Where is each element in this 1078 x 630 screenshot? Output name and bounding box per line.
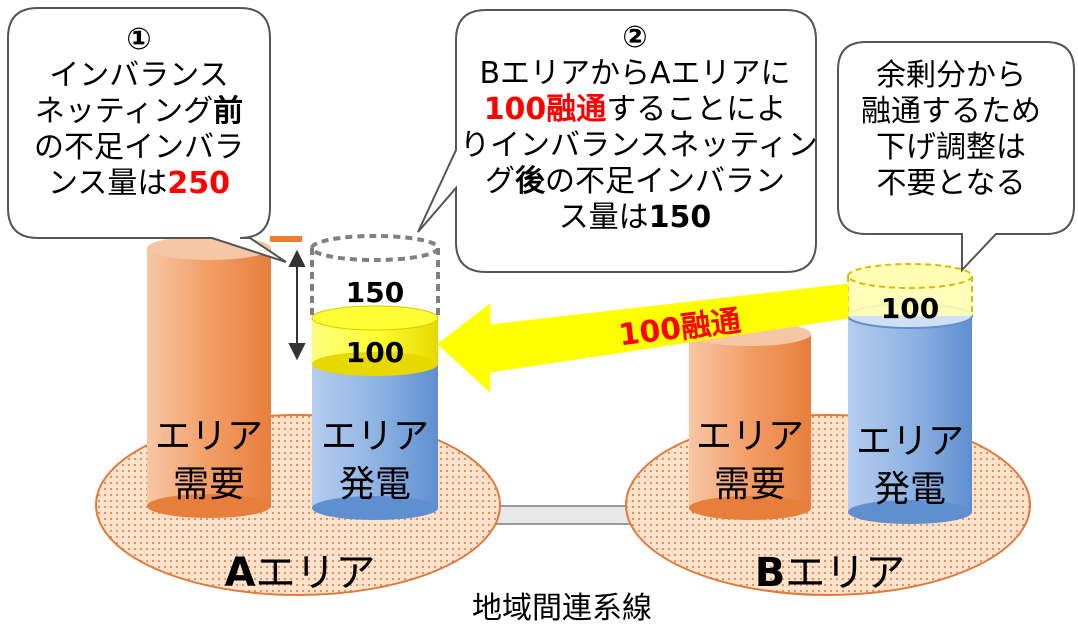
area-a-transfer-segment <box>311 305 439 376</box>
area-b-demand-label-2: 需要 <box>714 464 786 505</box>
bubble-before-line3: の不足インバラ <box>34 130 244 165</box>
area-a-gen-label-1: エリア <box>321 416 429 457</box>
shortfall-range-arrow <box>288 249 306 361</box>
bubble-b-line2: 融通するため <box>861 94 1041 129</box>
bubble-after-netting: ② BエリアからAエリアに 100融通することによ りインバランスネッティン グ… <box>460 20 818 236</box>
area-a-shortfall-segment <box>310 234 440 318</box>
bubble-after-number: ② <box>622 20 648 55</box>
bubble-area-b-note: 余剰分から 融通するため 下げ調整は 不要となる <box>836 58 1066 202</box>
area-a-shortfall-value: 150 <box>346 276 404 309</box>
bubble-before-shape <box>7 7 287 263</box>
area-b-surplus-segment <box>847 263 973 316</box>
area-a-transfer-value: 100 <box>346 336 404 369</box>
area-b-demand-label-1: エリア <box>696 416 804 457</box>
bubble-before-line4: ンス量は250 <box>47 166 231 201</box>
area-b-surplus-value: 100 <box>881 292 939 325</box>
bubble-b-line4: 不要となる <box>876 166 1026 201</box>
bubble-after-line5: ス量は150 <box>558 200 712 235</box>
bubble-b-line3: 下げ調整は <box>876 130 1026 165</box>
area-b-demand-cylinder <box>689 322 811 520</box>
bubble-after-line2: 100融通することによ <box>483 92 787 127</box>
area-a-demand-label-1: エリア <box>155 416 263 457</box>
area-b-gen-label-2: 発電 <box>874 469 946 510</box>
shortfall-top-marker <box>270 236 302 242</box>
bubble-before-number: ① <box>126 22 152 57</box>
area-a-name: Aエリア <box>225 550 376 596</box>
bubble-after-line4: グ後の不足インバラン <box>485 164 785 199</box>
transfer-arrow <box>437 283 849 394</box>
bubble-b-shape <box>837 41 1075 273</box>
bubble-after-line1: BエリアからAエリアに <box>479 56 791 91</box>
area-a-demand-cylinder <box>147 236 271 518</box>
area-b-name: Bエリア <box>755 550 906 596</box>
area-a-gen-label-2: 発電 <box>339 464 411 505</box>
bubble-after-line3: りインバランスネッティン <box>460 128 818 163</box>
bubble-b-line1: 余剰分から <box>876 58 1026 93</box>
bubble-before-netting: ① インバランス ネッティング前 の不足インバラ ンス量は250 <box>8 22 270 202</box>
bubble-before-line2: ネッティング前 <box>34 94 244 129</box>
bubble-before-line1: インバランス <box>49 58 229 93</box>
bubble-after-shape <box>417 9 817 273</box>
area-a-demand-label-2: 需要 <box>173 464 245 505</box>
area-b-generation-cylinder <box>847 303 973 524</box>
interconnector-label: 地域間連系線 <box>472 591 652 626</box>
area-b-gen-label-1: エリア <box>856 421 964 462</box>
